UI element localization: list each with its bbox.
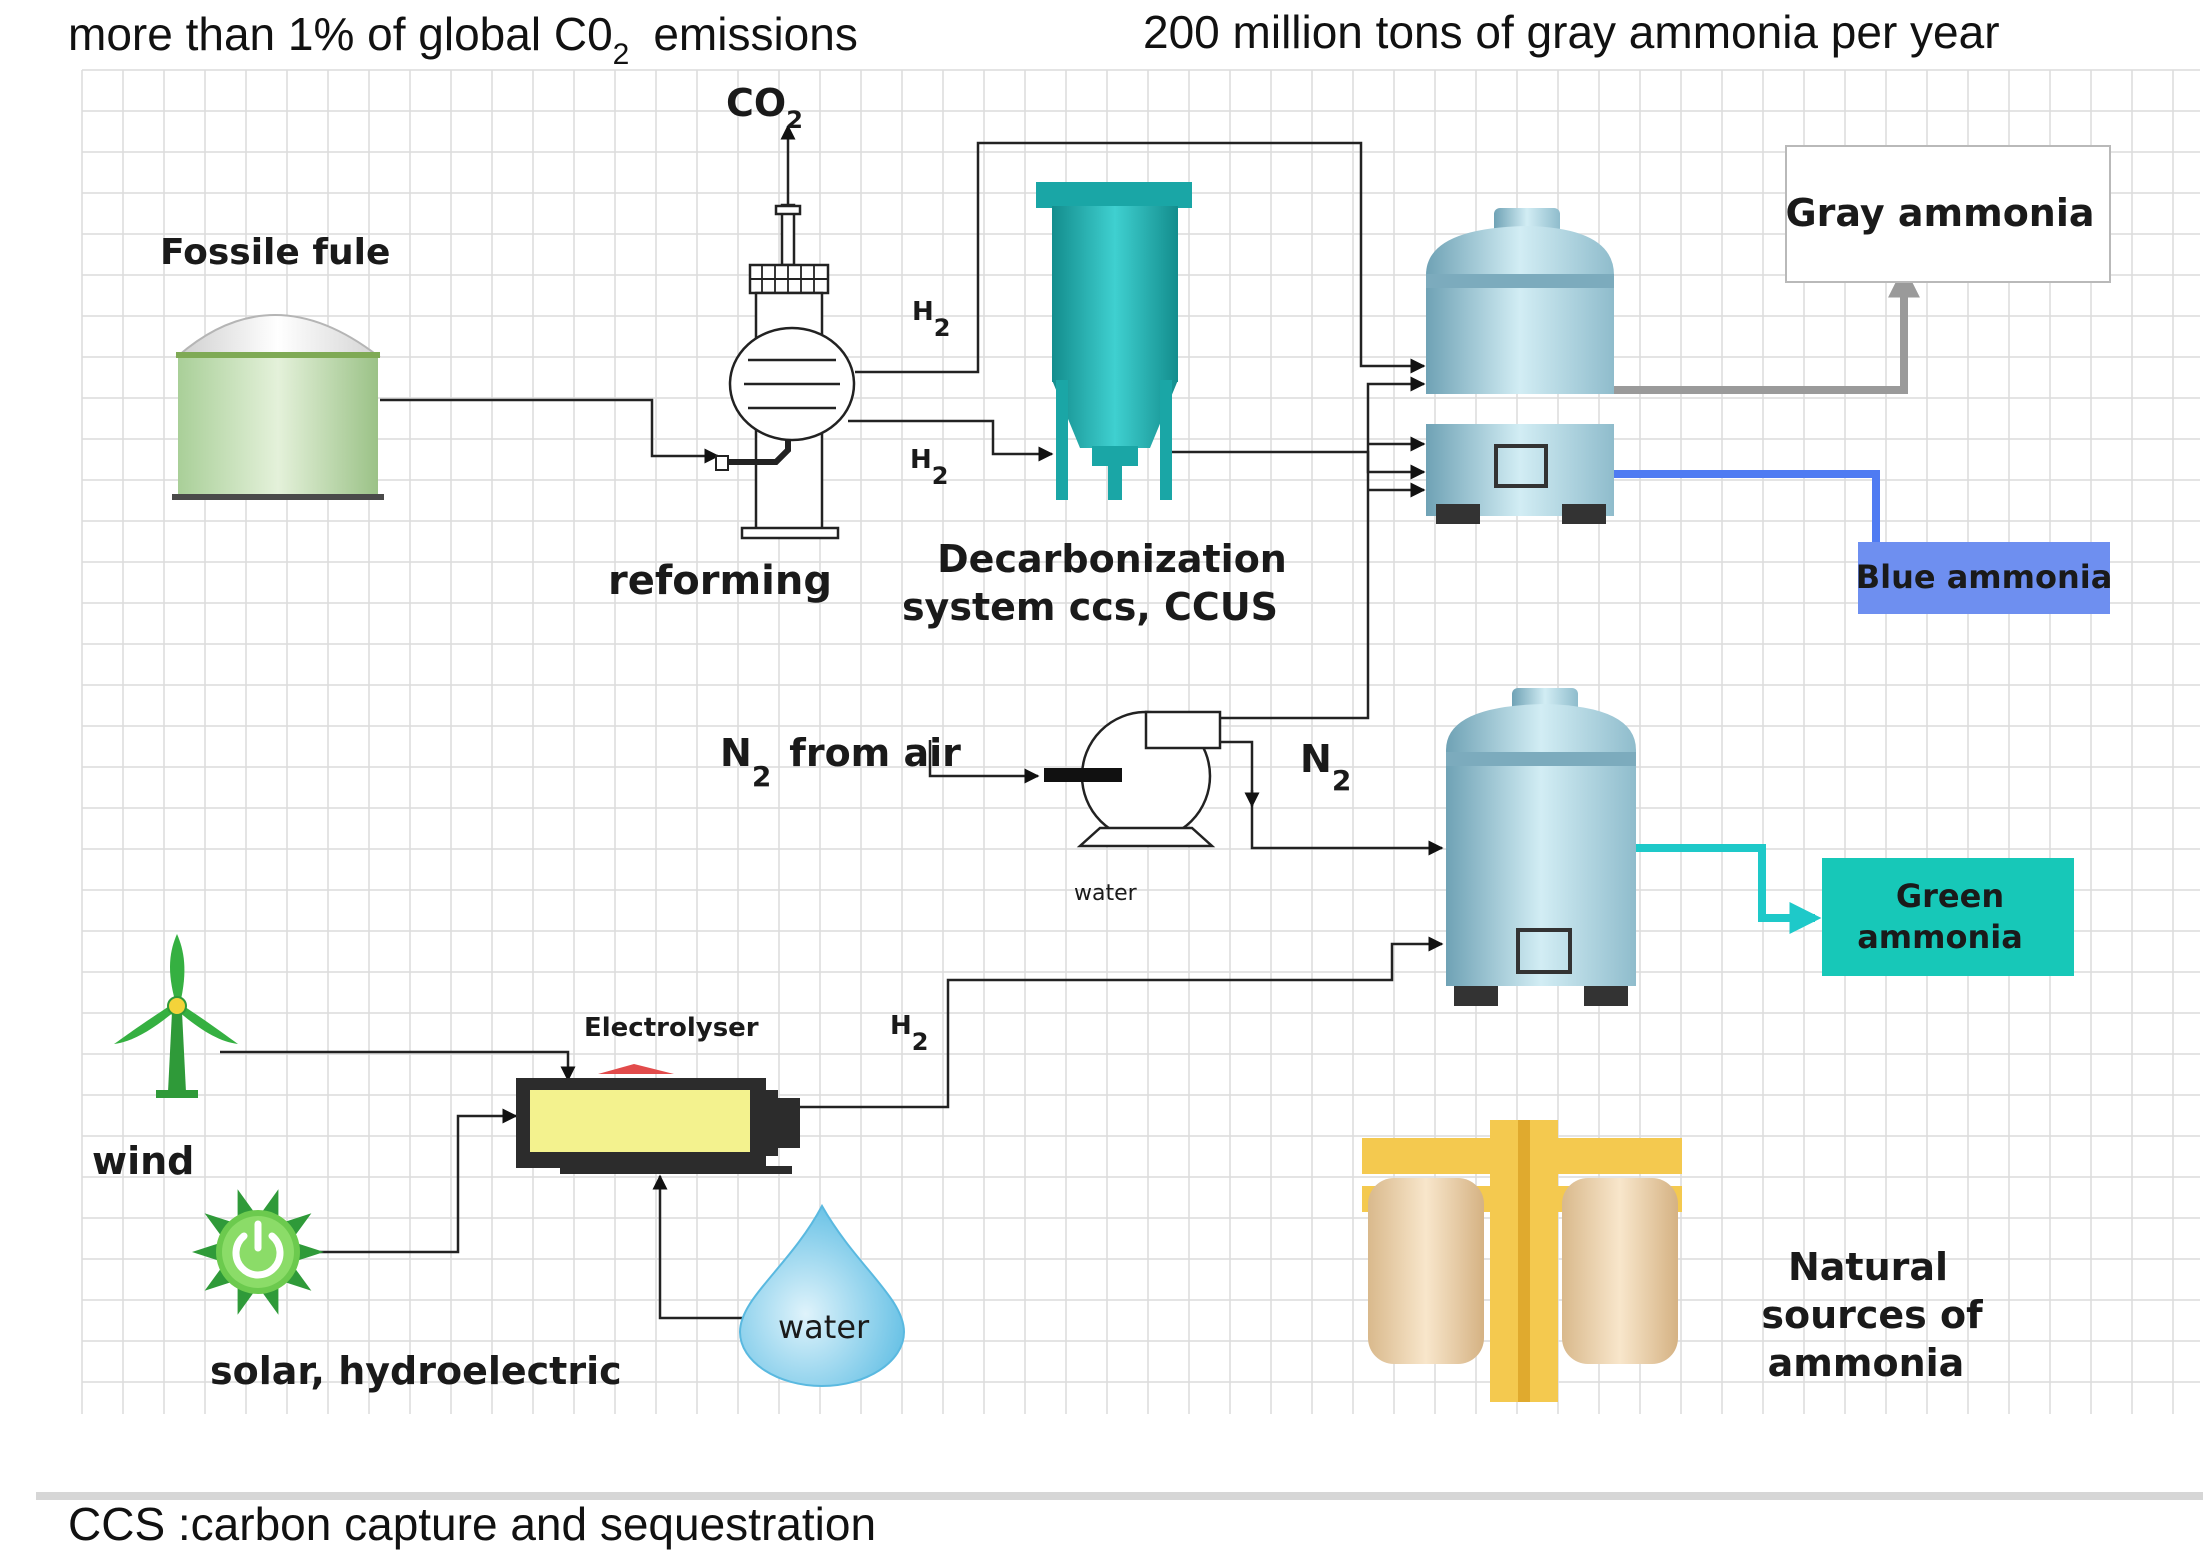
blue-ammonia-line: [1614, 470, 1880, 542]
gray-ammonia-line: [1614, 265, 1920, 394]
pipe-n2-to-gray-tank: [1220, 376, 1426, 720]
green-ammonia-label-2: ammonia: [1857, 918, 2023, 956]
n2-label: N2: [1300, 737, 1351, 797]
n2-compressor: [1044, 710, 1222, 848]
fossil-fuel-tank: [172, 314, 384, 500]
pipe-h2-to-green-tank: [800, 936, 1444, 1109]
reforming-label: reforming: [608, 558, 832, 604]
green-ammonia-label-1: Green: [1896, 877, 2004, 915]
natural-sources-label-3: ammonia: [1768, 1341, 1965, 1385]
sun-spike: [192, 1243, 219, 1261]
decarbonization-tower: [1036, 182, 1192, 500]
electrolyser-unit: [516, 1064, 800, 1174]
pipe-network: [220, 124, 1444, 1320]
pump-water-label: water: [1074, 881, 1138, 906]
water-drop-label: water: [778, 1308, 870, 1346]
pipe-h2-to-decarbonization: [848, 419, 1054, 462]
pipe-h2-to-gray-tank: [855, 141, 1426, 374]
sun-spike: [297, 1243, 324, 1261]
water-drop-icon: [738, 1203, 906, 1388]
blue-ammonia-box: [1858, 542, 2110, 614]
sun-spike: [261, 1286, 279, 1315]
h2-lower-label: H2: [910, 445, 948, 490]
natural-ammonia-cylinders: [1362, 1120, 1682, 1402]
fossil-fuel-label: Fossile fule: [160, 232, 390, 273]
solar-power-icon: [192, 1189, 324, 1315]
pipe-fuel-to-reformer: [380, 398, 720, 464]
sun-spike: [237, 1189, 255, 1218]
wind-turbine-icon: [114, 934, 238, 1098]
ccs-footnote: CCS :carbon capture and sequestration: [68, 1498, 876, 1550]
reformer-unit: [715, 203, 856, 540]
green-ammonia-box: [1822, 858, 2074, 976]
pipe-decarb-to-blue-tank: [1165, 450, 1426, 480]
decarbonization-label-1: Decarbonization: [937, 537, 1287, 581]
natural-sources-label-1: Natural: [1788, 1245, 1948, 1289]
gray-ammonia-label: Gray ammonia: [1785, 191, 2094, 235]
green-ammonia-line: [1636, 844, 1822, 934]
h2-electrolyser-label: H2: [890, 1011, 928, 1056]
pipe-water-to-electrolyser: [652, 1174, 750, 1320]
n2-from-air-label: N2from air: [720, 731, 961, 793]
decarbonization-label-2: system ccs, CCUS: [902, 585, 1278, 629]
solar-hydroelectric-label: solar, hydroelectric: [210, 1349, 622, 1393]
green-ammonia-tank: [1446, 688, 1636, 1006]
sun-spike: [261, 1189, 279, 1218]
blue-ammonia-label: Blue ammonia: [1856, 558, 2113, 596]
pipe-solar-to-electrolyser: [320, 1108, 518, 1254]
gray-ammonia-box: [1785, 145, 2111, 283]
sun-spike: [237, 1286, 255, 1315]
production-heading: 200 million tons of gray ammonia per yea…: [1143, 6, 2000, 58]
pipe-wind-to-electrolyser: [220, 1050, 576, 1082]
co2-label: CO2: [726, 81, 803, 134]
gray-blue-ammonia-tank: [1426, 208, 1614, 524]
electrolyser-label: Electrolyser: [584, 1013, 759, 1043]
wind-label: wind: [92, 1139, 194, 1183]
pipe-air-to-compressor: [928, 740, 1040, 784]
footer-divider: [36, 1492, 2203, 1500]
natural-sources-label-2: sources of: [1761, 1293, 1983, 1337]
h2-upper-label: H2: [912, 297, 950, 342]
